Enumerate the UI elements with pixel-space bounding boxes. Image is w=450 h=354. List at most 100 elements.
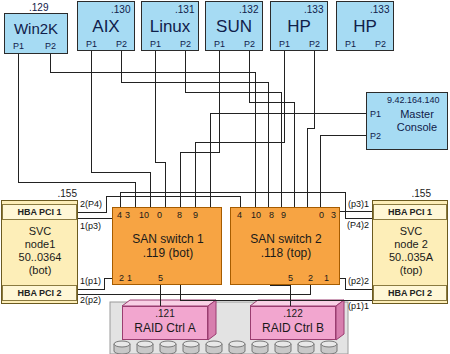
disk-symbol — [206, 341, 222, 347]
card-name: HBA PCI 2 — [17, 288, 61, 298]
host-name: Linux — [150, 17, 191, 37]
ip-address: .133 — [370, 4, 389, 16]
host-box: .133HPP1P2 — [336, 1, 394, 51]
port-label: P2 — [116, 39, 127, 49]
controller-side-face — [336, 300, 344, 340]
hba-card: HBA PCI 1 — [373, 204, 447, 220]
card-name: HBA PCI 1 — [17, 207, 61, 217]
switch-port: 2 — [308, 273, 313, 283]
disk-symbol — [137, 341, 153, 347]
controller-name: RAID Ctrl B — [262, 322, 324, 336]
port-label: (p1)1 — [348, 301, 369, 311]
port-label: 2(P4) — [80, 199, 102, 209]
disk-symbol — [114, 341, 130, 347]
host-box: .129Win2KP1P2 — [4, 13, 68, 54]
port-label: P2 — [244, 39, 255, 49]
switch-port: 8 — [269, 210, 274, 220]
fibre-link — [210, 113, 366, 207]
card-name: HBA PCI 2 — [388, 288, 432, 298]
fibre-link — [155, 51, 165, 207]
fibre-link — [77, 285, 310, 294]
ip-address: .132 — [239, 4, 258, 16]
host-name: HP — [287, 17, 311, 37]
port-label: P1 — [370, 109, 381, 119]
switch-port: 10 — [251, 210, 261, 220]
port-label: P1 — [279, 39, 290, 49]
switch-port: 9 — [281, 210, 286, 220]
hba-card: HBA PCI 2 — [2, 285, 77, 301]
host-name: Win2K — [14, 20, 58, 37]
port-label: P2 — [45, 41, 56, 51]
switch-port: 5 — [288, 273, 293, 283]
ip-address: .131 — [175, 4, 194, 16]
ip-address: .155 — [58, 188, 77, 200]
controller-side-face — [208, 300, 216, 340]
switch-port: 1 — [324, 273, 329, 283]
svc-name: SVC node1 50..0364 (bot) — [16, 225, 64, 277]
ip-address: .129 — [29, 2, 48, 14]
host-box: .133HPP1P2 — [270, 1, 328, 51]
port-label: P1 — [86, 39, 97, 49]
fibre-link — [180, 285, 373, 300]
fibre-link — [185, 51, 281, 207]
host-name: HP — [353, 17, 377, 37]
ip-address: .121 — [155, 308, 174, 320]
switch-port: 8 — [177, 210, 182, 220]
svc-node: .155SVC node 2 50..035A (top)HBA PCI 1HB… — [372, 200, 448, 304]
port-label: 2(p2) — [80, 295, 101, 305]
console-name: Master Console — [389, 108, 445, 134]
hba-card: HBA PCI 1 — [2, 204, 77, 220]
port-label: P2 — [370, 131, 381, 141]
raid-controller: .122RAID Ctrl B — [250, 306, 336, 340]
disk-symbol — [229, 341, 245, 347]
host-name: AIX — [92, 17, 119, 37]
fibre-link — [18, 54, 135, 207]
switch-port: 1 — [127, 273, 132, 283]
port-label: P2 — [180, 39, 191, 49]
disk-symbol — [321, 341, 337, 347]
switch-port: 3 — [331, 210, 336, 220]
fibre-link — [307, 51, 314, 207]
port-label: (p2)2 — [348, 276, 369, 286]
host-box: .130AIX P1 P2 — [77, 1, 135, 51]
switch-port: 4 — [117, 210, 122, 220]
card-name: HBA PCI 1 — [388, 207, 432, 217]
port-label: P1 — [214, 39, 225, 49]
fibre-link — [77, 218, 112, 219]
switch-name: SAN switch 2 .118 (top) — [244, 232, 328, 260]
disk-symbol — [252, 341, 268, 347]
host-box: .132SUN P1 P2 — [205, 1, 263, 51]
fibre-link — [320, 135, 366, 207]
hba-card: HBA PCI 2 — [373, 285, 447, 301]
console-box: 9.42.164.140P1 Master ConsoleP2 — [366, 92, 448, 150]
switch-port: 0 — [157, 210, 162, 220]
switch-port: 0 — [319, 210, 324, 220]
fibre-link — [195, 51, 284, 207]
fibre-link — [249, 51, 294, 207]
storage-panel — [110, 302, 348, 354]
port-label: (p3)1 — [348, 199, 369, 209]
port-label: (P4)2 — [347, 220, 369, 230]
fibre-link — [180, 51, 219, 207]
ip-address: .122 — [283, 308, 302, 320]
disk-symbol — [183, 341, 199, 347]
port-label: P1 — [345, 39, 356, 49]
san-switch: 4 10 89 03SAN switch 2 .118 (top) 5 2 1 — [230, 207, 340, 285]
port-label: P1 — [13, 41, 24, 51]
host-box: .131LinuxP1P2 — [141, 1, 199, 51]
fibre-link — [270, 285, 290, 306]
switch-port: 3 — [125, 210, 130, 220]
ip-address: .130 — [111, 4, 130, 16]
switch-port: 4 — [237, 210, 242, 220]
controller-name: RAID Ctrl A — [134, 322, 195, 336]
switch-port: 10 — [139, 210, 149, 220]
raid-controller: .121RAID Ctrl A — [122, 306, 208, 340]
san-switch: 4310089SAN switch 1 .119 (bot)215 — [112, 207, 222, 285]
port-label: P2 — [309, 39, 320, 49]
ip-address: .155 — [412, 188, 431, 200]
ip-address: 9.42.164.140 — [387, 95, 440, 105]
disk-symbol — [160, 341, 176, 347]
port-label: 1(p1) — [80, 276, 101, 286]
host-name: SUN — [216, 17, 252, 37]
